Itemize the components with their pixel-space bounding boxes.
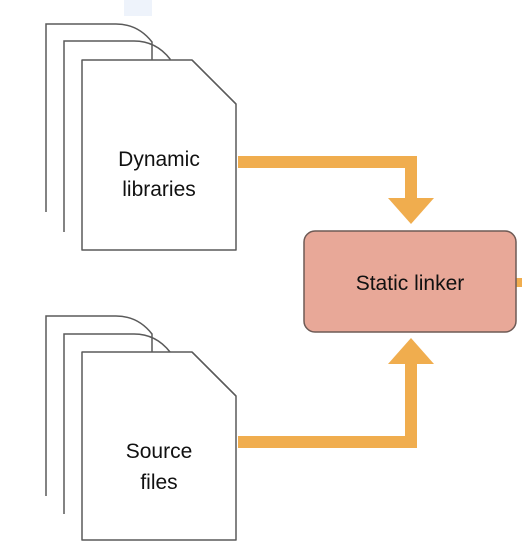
dynamic-libraries-stack: Dynamic libraries [45, 23, 237, 251]
static-linker-label: Static linker [356, 272, 465, 295]
source-files-stack: Source files [45, 315, 237, 541]
source-files-page-fold [191, 351, 237, 397]
dynamic-libraries-label-line2: libraries [122, 178, 196, 201]
dynamic-libraries-page-middle [63, 40, 171, 232]
arrow-dynamic-libraries-to-linker [238, 156, 434, 224]
arrow-source-files-to-linker [238, 338, 434, 448]
source-files-page-back [45, 315, 153, 496]
dynamic-libraries-page-back [45, 23, 153, 212]
source-files-label-line2: files [140, 471, 177, 494]
dynamic-libraries-page-fold [191, 59, 237, 105]
dynamic-libraries-label-line1: Dynamic [118, 148, 200, 171]
source-files-label-line1: Source [126, 440, 193, 463]
static-linker-box: Static linker [303, 230, 517, 333]
arrow-linker-output-stub [516, 278, 522, 287]
top-highlight-strip [124, 0, 152, 16]
